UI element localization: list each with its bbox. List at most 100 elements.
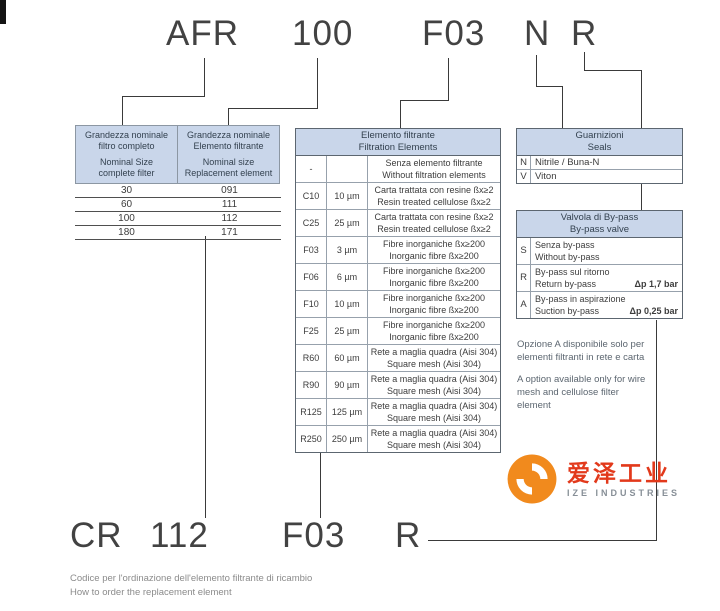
description-it: Fibre inorganiche ßx≥200	[383, 293, 485, 303]
connector-line	[656, 320, 657, 541]
header-line: filtro completo	[98, 141, 155, 151]
table-row: F03 3 µm Fibre inorganiche ßx≥200 Inorga…	[296, 237, 500, 264]
table-row: F25 25 µm Fibre inorganiche ßx≥200 Inorg…	[296, 318, 500, 345]
element-description: Rete a maglia quadra (Aisi 304) Square m…	[368, 426, 500, 452]
size-element: 171	[221, 227, 238, 238]
seal-label: Nitrile / Buna-N	[535, 157, 600, 168]
element-code: R250	[296, 426, 327, 452]
table-row: 100 112	[75, 212, 281, 226]
header-line: Valvola di By-pass	[560, 212, 639, 223]
top-code-series: AFR	[166, 14, 239, 53]
description-it: Senza by-pass	[535, 240, 595, 250]
description-it: Carta trattata con resine ßx≥2	[374, 185, 494, 195]
element-code: F10	[296, 291, 327, 317]
table-row: F06 6 µm Fibre inorganiche ßx≥200 Inorga…	[296, 264, 500, 291]
ize-logo-mark-icon	[507, 454, 557, 504]
table-row: R90 90 µm Rete a maglia quadra (Aisi 304…	[296, 372, 500, 399]
table-row: N Nitrile / Buna-N	[517, 156, 682, 170]
header-line: Grandezza nominale	[186, 130, 271, 140]
element-code: C25	[296, 210, 327, 236]
connector-line	[228, 108, 229, 125]
element-code: -	[296, 156, 327, 182]
note-it: Opzione A disponibile solo per elementi …	[517, 339, 645, 363]
connector-line	[317, 58, 318, 108]
table-row: C25 25 µm Carta trattata con resine ßx≥2…	[296, 210, 500, 237]
pressure-value: Δp 1,7 bar	[634, 279, 678, 289]
element-micron: 3 µm	[327, 237, 368, 263]
connector-line	[562, 86, 563, 128]
header-line: Elemento filtrante	[361, 130, 435, 141]
caption-en: How to order the replacement element	[70, 587, 232, 598]
top-code-element: F03	[422, 14, 486, 53]
description-it: Rete a maglia quadra (Aisi 304)	[370, 401, 498, 411]
table-row: 60 111	[75, 198, 281, 212]
header-complete-filter: Grandezza nominale filtro completo Nomin…	[75, 125, 178, 184]
description-en: Square mesh (Aisi 304)	[386, 440, 482, 450]
bypass-code: S	[517, 238, 531, 264]
element-description: Fibre inorganiche ßx≥200 Inorganic fibre…	[368, 318, 500, 344]
element-description: Fibre inorganiche ßx≥200 Inorganic fibre…	[368, 264, 500, 290]
header-line: Seals	[587, 142, 612, 153]
filtration-table-header: Elemento filtrante Filtration Elements	[296, 129, 500, 156]
seal-label: Viton	[535, 171, 557, 182]
logo-chinese-name: 爱泽工业	[567, 460, 671, 486]
element-description: Carta trattata con resine ßx≥2 Resin tre…	[368, 183, 500, 209]
pressure-value: Δp 0,25 bar	[629, 306, 679, 316]
element-micron	[327, 156, 368, 182]
connector-line	[205, 236, 206, 518]
logo-text: 爱泽工业 IZE INDUSTRIES	[567, 460, 680, 498]
description-en: Inorganic fibre ßx≥200	[389, 278, 479, 288]
filtration-elements-table: Elemento filtrante Filtration Elements -…	[295, 128, 501, 453]
bypass-description: By-pass sul ritorno Return by-pass Δp 1,…	[531, 265, 682, 291]
element-micron: 125 µm	[327, 399, 368, 425]
header-line: complete filter	[98, 168, 155, 178]
size-complete: 180	[118, 227, 135, 238]
table-row: 180 171	[75, 226, 281, 240]
bypass-code: A	[517, 292, 531, 318]
description-en: Resin treated cellulose ßx≥2	[377, 224, 491, 234]
element-micron: 250 µm	[327, 426, 368, 452]
logo-english-name: IZE INDUSTRIES	[567, 488, 681, 498]
element-micron: 25 µm	[327, 210, 368, 236]
bottom-code-series: CR	[70, 516, 123, 555]
bypass-table-header: Valvola di By-pass By-pass valve	[517, 211, 682, 238]
header-line: Nominal size	[202, 157, 255, 167]
connector-line	[584, 52, 585, 70]
element-micron: 10 µm	[327, 291, 368, 317]
size-element: 091	[221, 185, 238, 196]
table-row: F10 10 µm Fibre inorganiche ßx≥200 Inorg…	[296, 291, 500, 318]
table-row: R250 250 µm Rete a maglia quadra (Aisi 3…	[296, 426, 500, 452]
element-code: F06	[296, 264, 327, 290]
element-micron: 90 µm	[327, 372, 368, 398]
description-it: Fibre inorganiche ßx≥200	[383, 266, 485, 276]
element-micron: 10 µm	[327, 183, 368, 209]
bypass-description: By-pass in aspirazione Suction by-pass Δ…	[531, 292, 682, 318]
size-element: 112	[221, 213, 238, 224]
header-line: By-pass valve	[569, 224, 630, 235]
element-code: R125	[296, 399, 327, 425]
element-description: Rete a maglia quadra (Aisi 304) Square m…	[368, 399, 500, 425]
description-en: Resin treated cellulose ßx≥2	[377, 197, 491, 207]
connector-line	[536, 55, 537, 86]
bypass-description: Senza by-pass Without by-pass	[531, 238, 682, 264]
note-en: A option available only for wire mesh an…	[517, 374, 646, 411]
seals-table-header: Guarnizioni Seals	[517, 129, 682, 156]
description-it: Rete a maglia quadra (Aisi 304)	[370, 428, 498, 438]
description-en: Inorganic fibre ßx≥200	[389, 305, 479, 315]
description-en: Inorganic fibre ßx≥200	[389, 332, 479, 342]
bypass-code: R	[517, 265, 531, 291]
element-micron: 60 µm	[327, 345, 368, 371]
description-en: Suction by-pass	[535, 306, 600, 316]
table-row: R125 125 µm Rete a maglia quadra (Aisi 3…	[296, 399, 500, 426]
connector-line	[448, 58, 449, 100]
scan-edge-artifact	[0, 0, 6, 24]
ize-industries-logo: 爱泽工业 IZE INDUSTRIES	[506, 453, 680, 505]
description-it: Carta trattata con resine ßx≥2	[374, 212, 494, 222]
element-code: R90	[296, 372, 327, 398]
description-it: Senza elemento filtrante	[385, 158, 483, 168]
element-code: F25	[296, 318, 327, 344]
element-description: Fibre inorganiche ßx≥200 Inorganic fibre…	[368, 237, 500, 263]
element-code: F03	[296, 237, 327, 263]
header-replacement-element: Grandezza nominale Elemento filtrante No…	[177, 125, 280, 184]
